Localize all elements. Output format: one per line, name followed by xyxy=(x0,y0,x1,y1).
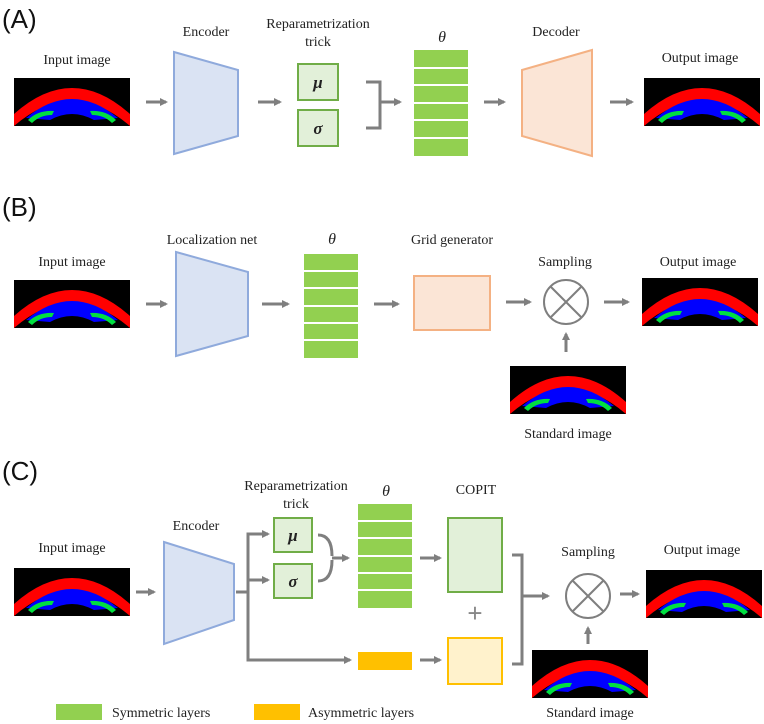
panel-a-mu-symbol: μ xyxy=(312,73,322,92)
panel-c-input-image xyxy=(14,568,130,616)
panel-c-input-label: Input image xyxy=(38,541,105,556)
panel-c-output-label: Output image xyxy=(664,543,741,558)
panel-c-asymmetric-vector xyxy=(358,652,412,670)
panel-c-merge-arrow xyxy=(317,533,348,583)
panel-c-encoder-label: Encoder xyxy=(173,519,220,534)
panel-a-reparam-label-2: trick xyxy=(305,35,331,50)
panel-a-input-label: Input image xyxy=(43,53,110,68)
panel-c-plus-sign: + xyxy=(467,598,482,628)
arrow-asym-to-sampler xyxy=(512,596,524,666)
panel-a-output-image xyxy=(644,78,760,126)
panel-a-decoder xyxy=(521,48,593,158)
panel-b-theta-vector xyxy=(304,254,358,358)
arrow-to-asymmetric xyxy=(246,592,352,664)
panel-a-theta-vector xyxy=(414,50,468,156)
legend-asymmetric-label: Asymmetric layers xyxy=(308,706,414,721)
panel-c-label: (C) xyxy=(2,456,38,486)
panel-b-grid-generator xyxy=(413,275,491,331)
panel-b-sampling-label: Sampling xyxy=(538,255,592,270)
legend: Symmetric layers Asymmetric layers xyxy=(56,704,414,721)
panel-a-theta-label: θ xyxy=(438,29,446,46)
panel-b: (B) Input image Localization net θ Grid … xyxy=(2,192,758,442)
panel-c-mu-symbol: μ xyxy=(287,526,297,545)
panel-b-output-image xyxy=(642,278,758,326)
panel-b-standard-label: Standard image xyxy=(524,427,611,442)
panel-a-mu-box xyxy=(297,63,339,101)
panel-b-theta-label: θ xyxy=(328,231,336,248)
panel-b-sampler-icon xyxy=(543,279,589,325)
panel-a-input-image xyxy=(14,78,130,126)
panel-c-sampler-icon xyxy=(565,573,611,619)
panel-a-output-label: Output image xyxy=(662,51,739,66)
panel-a: (A) Input image Encoder Reparametrizatio… xyxy=(2,4,760,158)
panel-c-reparam-label-2: trick xyxy=(283,497,309,512)
panel-b-label: (B) xyxy=(2,192,37,222)
panel-a-sigma-box xyxy=(297,109,339,147)
panel-c-copit-asymmetric xyxy=(447,637,503,685)
panel-a-merge-arrow xyxy=(366,80,400,130)
panel-a-label: (A) xyxy=(2,4,37,34)
panel-b-grid-label: Grid generator xyxy=(411,233,493,248)
panel-a-reparam-label-1: Reparametrization xyxy=(266,17,369,32)
legend-symmetric-swatch xyxy=(56,704,102,720)
panel-b-output-label: Output image xyxy=(660,255,737,270)
panel-c: (C) Input image Encoder Reparametrizatio… xyxy=(2,456,762,721)
arrow-to-mu xyxy=(236,530,270,594)
panel-c-theta-label: θ xyxy=(382,483,390,500)
panel-a-encoder-label: Encoder xyxy=(183,25,230,40)
arrow-copit-to-sampler xyxy=(512,553,550,600)
legend-asymmetric-swatch xyxy=(254,704,300,720)
panel-c-standard-label: Standard image xyxy=(546,706,633,721)
panel-a-decoder-label: Decoder xyxy=(532,25,580,40)
panel-b-localization-net xyxy=(175,250,249,358)
panel-c-sigma-box xyxy=(273,563,313,599)
panel-b-standard-image xyxy=(510,366,626,414)
panel-c-reparam-label-1: Reparametrization xyxy=(244,479,347,494)
panel-b-input-label: Input image xyxy=(38,255,105,270)
panel-c-mu-box xyxy=(273,517,313,553)
panel-c-sampling-label: Sampling xyxy=(561,545,615,560)
panel-c-theta-vector xyxy=(358,504,412,608)
panel-c-sigma-symbol: σ xyxy=(288,572,298,591)
panel-c-copit-symmetric xyxy=(447,517,503,593)
panel-a-sigma-symbol: σ xyxy=(313,119,323,138)
panel-c-encoder xyxy=(163,540,235,646)
panel-c-standard-image xyxy=(532,650,648,698)
panel-c-copit-label: COPIT xyxy=(456,483,497,498)
panel-a-encoder xyxy=(173,50,239,156)
legend-symmetric-label: Symmetric layers xyxy=(112,706,210,721)
panel-c-output-image xyxy=(646,570,762,618)
panel-b-input-image xyxy=(14,280,130,328)
panel-b-localization-label: Localization net xyxy=(167,233,258,248)
